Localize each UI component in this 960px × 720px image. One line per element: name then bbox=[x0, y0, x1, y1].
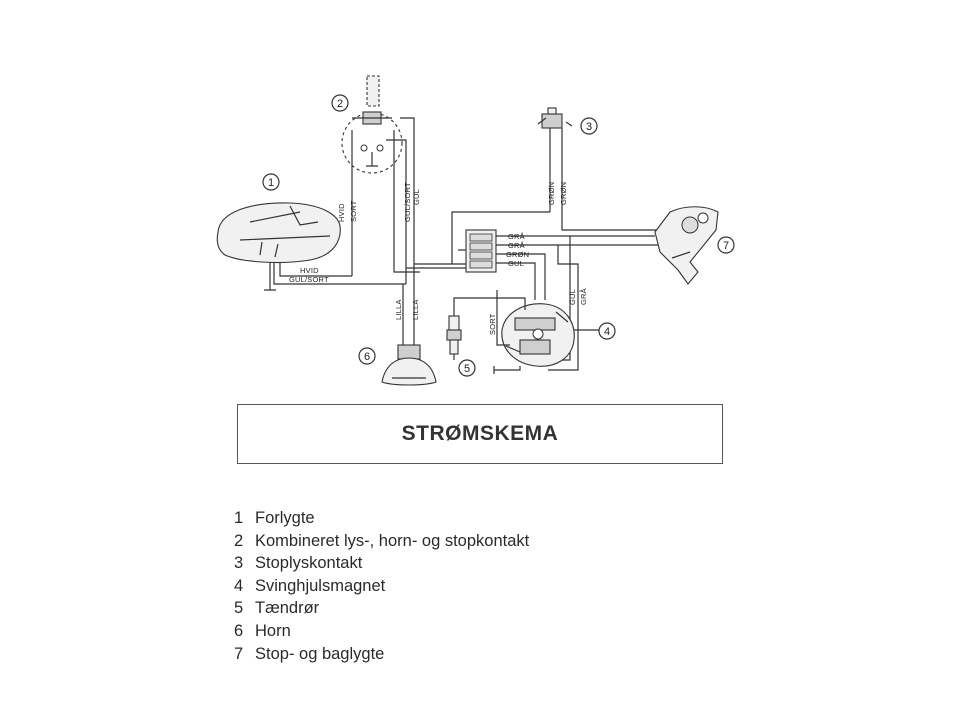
svg-text:LILLA: LILLA bbox=[411, 299, 420, 320]
brake-light-switch-number: 3 bbox=[580, 117, 598, 135]
svg-text:GUL/SORT: GUL/SORT bbox=[289, 275, 329, 284]
spark-plug bbox=[446, 315, 462, 360]
svg-text:HVID: HVID bbox=[300, 266, 319, 275]
legend-number: 1 bbox=[234, 509, 244, 527]
brake-light-switch bbox=[537, 107, 573, 129]
legend-label: Stoplyskontakt bbox=[255, 554, 363, 573]
legend-item: 1 Forlygte bbox=[234, 507, 529, 530]
svg-text:4: 4 bbox=[604, 326, 610, 338]
legend-number: 7 bbox=[234, 644, 244, 663]
svg-text:LILLA: LILLA bbox=[394, 299, 403, 320]
svg-text:GUL: GUL bbox=[412, 189, 421, 205]
legend-label: Kombineret lys-, horn- og stopkontakt bbox=[255, 531, 530, 550]
diagram-title: STRØMSKEMA bbox=[401, 422, 559, 445]
svg-text:GRÅ: GRÅ bbox=[579, 288, 588, 305]
title-box: STRØMSKEMA bbox=[237, 404, 723, 464]
svg-text:5: 5 bbox=[464, 363, 470, 375]
svg-text:2: 2 bbox=[337, 98, 343, 110]
legend-number: 2 bbox=[234, 531, 244, 550]
svg-text:SORT: SORT bbox=[349, 200, 358, 222]
svg-text:GRØN: GRØN bbox=[559, 182, 568, 205]
svg-text:6: 6 bbox=[364, 351, 370, 363]
stop-tail-light bbox=[654, 206, 719, 285]
legend-number: 3 bbox=[234, 554, 244, 573]
legend-number: 6 bbox=[234, 621, 244, 640]
svg-text:GUL: GUL bbox=[508, 259, 524, 268]
legend-item: 7 Stop- og baglygte bbox=[234, 643, 529, 666]
flywheel-magneto bbox=[501, 303, 575, 367]
spark-plug-number: 5 bbox=[458, 359, 476, 377]
stop-tail-light-number: 7 bbox=[717, 236, 735, 254]
svg-text:GRØN: GRØN bbox=[547, 182, 556, 205]
flywheel-magneto-number: 4 bbox=[598, 322, 616, 340]
svg-text:GRÅ: GRÅ bbox=[508, 241, 525, 250]
legend-item: 6 Horn bbox=[234, 620, 529, 643]
legend-item: 5 Tændrør bbox=[234, 597, 529, 620]
headlight-number: 1 bbox=[262, 173, 280, 191]
svg-text:GRÅ: GRÅ bbox=[508, 232, 525, 241]
horn-number: 6 bbox=[358, 347, 376, 365]
legend-number: 4 bbox=[234, 576, 244, 595]
svg-text:1: 1 bbox=[268, 177, 274, 189]
svg-text:SORT: SORT bbox=[488, 313, 497, 335]
combined-switch-number: 2 bbox=[331, 94, 349, 112]
legend-item: 4 Svinghjulsmagnet bbox=[234, 575, 529, 598]
component-legend: 1 Forlygte 2 Kombineret lys-, horn- og sto… bbox=[234, 507, 529, 665]
svg-text:3: 3 bbox=[586, 121, 592, 133]
legend-item: 3 Stoplyskontakt bbox=[234, 552, 529, 575]
junction-block bbox=[465, 229, 497, 273]
headlight bbox=[216, 202, 341, 263]
legend-label: Tændrør bbox=[255, 599, 320, 618]
wiring-diagram: 1 HVID GUL/SORT 2 HVID SORT GUL/SORT GUL bbox=[216, 75, 735, 386]
svg-text:7: 7 bbox=[723, 240, 729, 252]
legend-label: Forlygte bbox=[255, 509, 315, 527]
legend-label: Stop- og baglygte bbox=[255, 644, 385, 663]
svg-text:GUL: GUL bbox=[568, 289, 577, 305]
svg-text:GUL/SORT: GUL/SORT bbox=[403, 182, 412, 222]
legend-label: Horn bbox=[255, 621, 291, 640]
legend-number: 5 bbox=[234, 599, 244, 618]
svg-text:HVID: HVID bbox=[337, 203, 346, 222]
combined-switch bbox=[341, 75, 403, 174]
horn bbox=[381, 344, 437, 386]
legend-item: 2 Kombineret lys-, horn- og stopkontakt bbox=[234, 530, 529, 553]
svg-text:GRØN: GRØN bbox=[506, 250, 529, 259]
legend-label: Svinghjulsmagnet bbox=[255, 576, 386, 595]
